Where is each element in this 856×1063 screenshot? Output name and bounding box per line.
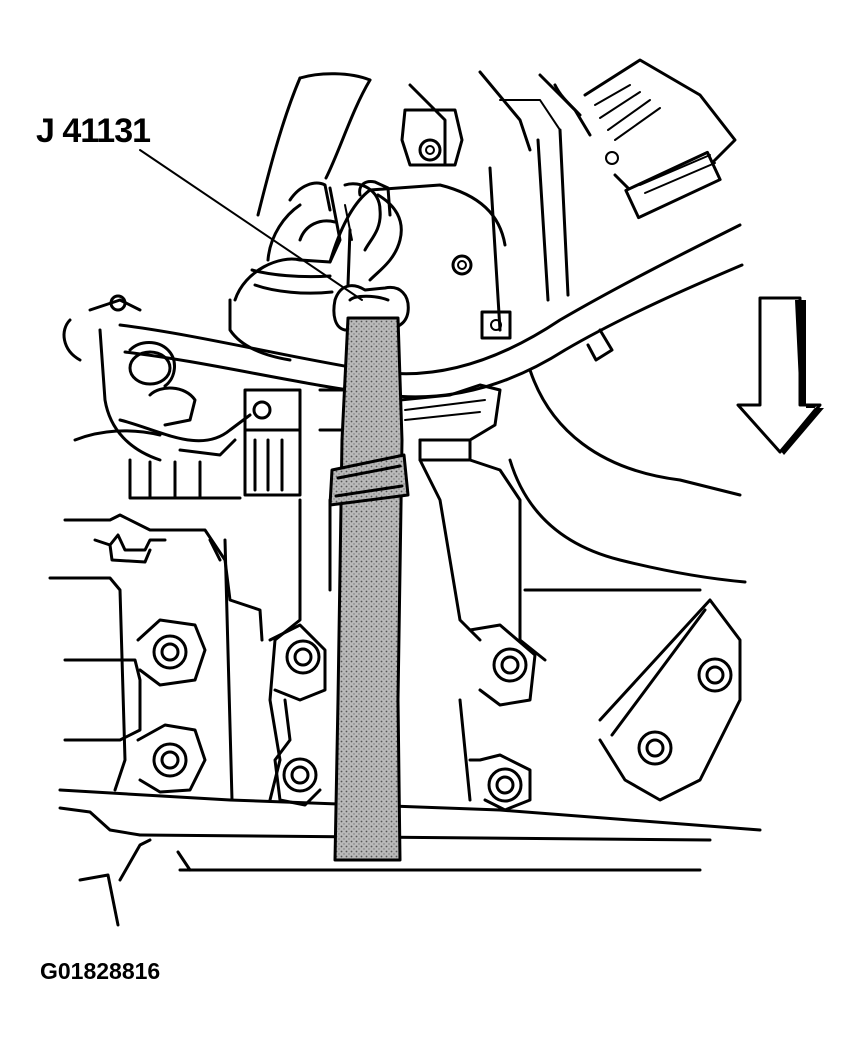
strap-webbing	[333, 316, 404, 862]
lifting-strap	[328, 182, 410, 862]
down-arrow-shadow	[780, 300, 824, 455]
down-arrow-icon	[736, 296, 822, 454]
lower-crossmember	[58, 788, 762, 927]
left-bracket	[48, 513, 264, 802]
top-bolt	[400, 108, 464, 167]
center-mount-block	[128, 383, 502, 500]
figure-id: G01828816	[40, 958, 161, 984]
left-linkage	[62, 294, 252, 462]
electrical-connector	[583, 58, 737, 220]
cross-rod	[118, 223, 744, 399]
tool-label: J 41131	[36, 112, 151, 150]
engine-bay-contours	[256, 70, 592, 332]
right-panel-contours	[508, 368, 747, 584]
transmission-case	[268, 458, 702, 812]
label-leader-line	[139, 149, 363, 301]
mount-bracket	[228, 180, 512, 362]
right-bracket	[598, 598, 742, 802]
